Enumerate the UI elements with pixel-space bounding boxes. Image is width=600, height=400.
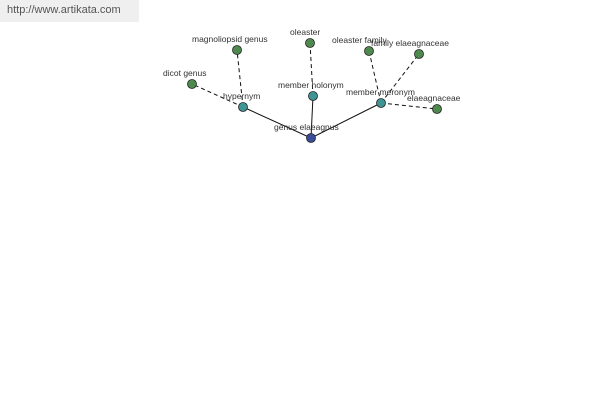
relation-label-meronym: member meronym bbox=[346, 87, 415, 97]
relation-node-meronym[interactable] bbox=[376, 98, 386, 108]
relation-node-hypernym[interactable] bbox=[238, 102, 248, 112]
edge-root-hypernym bbox=[242, 106, 312, 139]
edge-meronym-family-elaeagnaceae bbox=[380, 53, 420, 104]
nodes bbox=[187, 38, 442, 143]
relation-label-hypernym: hypernym bbox=[223, 91, 260, 101]
term-node-elaeagnaceae[interactable] bbox=[432, 104, 442, 114]
relation-label-holonym: member holonym bbox=[278, 80, 344, 90]
relation-node-holonym[interactable] bbox=[308, 91, 318, 101]
edge-meronym-oleaster-family bbox=[368, 50, 382, 104]
edge-root-holonym bbox=[310, 95, 314, 139]
term-label-oleaster: oleaster bbox=[290, 27, 320, 37]
term-label-magnoliopsid-genus: magnoliopsid genus bbox=[192, 34, 268, 44]
term-node-oleaster[interactable] bbox=[305, 38, 315, 48]
term-label-family-elaeagnaceae: family elaeagnaceae bbox=[371, 38, 449, 48]
labels: dicot genus magnoliopsid genus hypernym ole… bbox=[163, 27, 461, 132]
edge-hypernym-magnoliopsid-genus bbox=[236, 49, 244, 108]
edge-meronym-elaeagnaceae bbox=[380, 102, 438, 110]
term-label-elaeagnaceae: elaeagnaceae bbox=[407, 93, 461, 103]
root-node[interactable] bbox=[306, 133, 316, 143]
source-link[interactable]: http://www.artikata.com bbox=[0, 0, 139, 22]
term-node-magnoliopsid-genus[interactable] bbox=[232, 45, 242, 55]
edge-root-meronym bbox=[310, 102, 382, 139]
term-node-dicot-genus[interactable] bbox=[187, 79, 197, 89]
term-label-oleaster-family: oleaster family bbox=[332, 35, 388, 45]
term-node-oleaster-family[interactable] bbox=[364, 46, 374, 56]
term-node-family-elaeagnaceae[interactable] bbox=[414, 49, 424, 59]
edge-hypernym-dicot-genus bbox=[191, 83, 244, 108]
edges bbox=[191, 42, 438, 139]
term-label-dicot-genus: dicot genus bbox=[163, 68, 206, 78]
edge-holonym-oleaster bbox=[309, 42, 314, 97]
root-label: genus elaeagnus bbox=[274, 122, 339, 132]
